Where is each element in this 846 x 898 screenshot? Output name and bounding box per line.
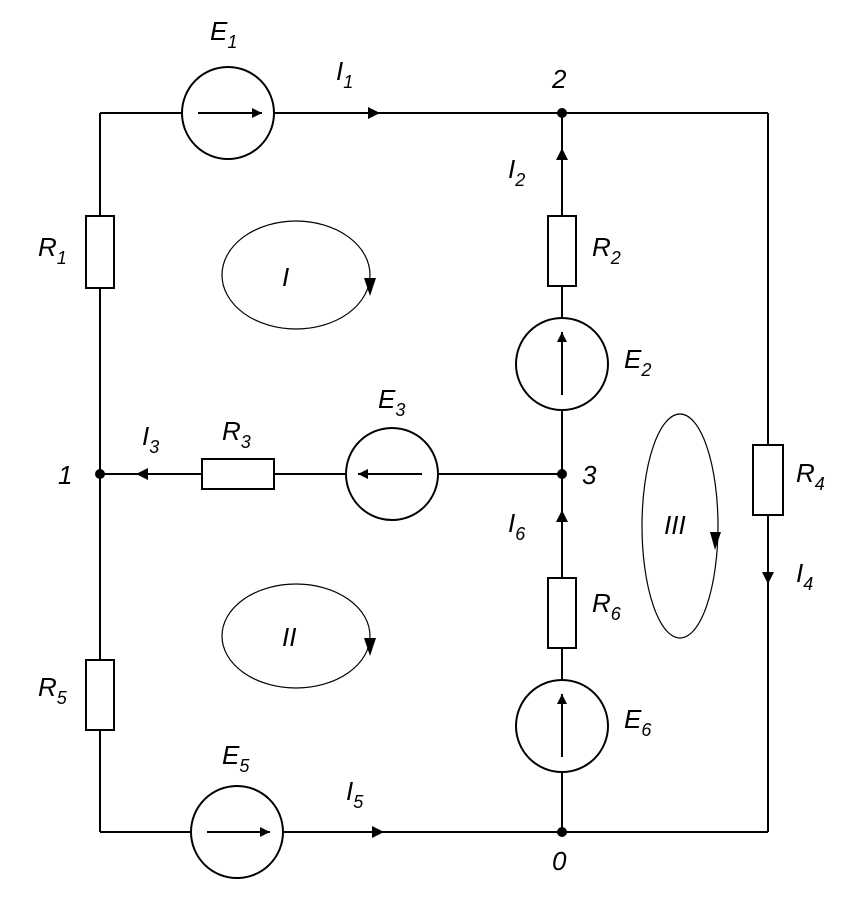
resistor-r6: [547, 577, 577, 649]
label-e1: E1: [210, 16, 237, 52]
label-i1: I1: [336, 56, 353, 92]
label-e3: E3: [378, 384, 405, 420]
label-r1: R1: [38, 232, 67, 268]
loop-label-ii: II: [282, 622, 296, 652]
loop-label-iii: III: [664, 510, 686, 540]
node-label-2: 2: [551, 64, 567, 94]
loop-label-i: I: [282, 262, 289, 292]
wires: [99, 112, 769, 833]
current-arrow-i1: [368, 107, 380, 119]
current-arrow-i2: [556, 148, 568, 160]
label-r4: R4: [796, 458, 825, 494]
source-e3: [345, 427, 439, 521]
current-arrow-i4: [762, 572, 774, 584]
label-i4: I4: [796, 558, 813, 594]
node-label-0: 0: [552, 846, 567, 876]
loop-ii: [221, 583, 376, 689]
node-dot-3: [557, 469, 567, 479]
label-r3: R3: [222, 416, 251, 452]
current-arrow-i5: [372, 826, 384, 838]
label-i2: I2: [508, 154, 525, 190]
label-e5: E5: [222, 740, 250, 776]
node-dot-1: [95, 469, 105, 479]
node-dot-2: [557, 108, 567, 118]
label-i6: I6: [508, 508, 526, 544]
resistor-r4: [752, 444, 784, 516]
resistor-r5: [85, 659, 115, 731]
resistor-r3: [201, 458, 275, 490]
label-i3: I3: [142, 421, 159, 457]
label-r6: R6: [592, 588, 622, 624]
label-r2: R2: [592, 232, 621, 268]
loop-i: [221, 220, 376, 330]
node-label-1: 1: [58, 460, 72, 490]
node-label-3: 3: [582, 460, 597, 490]
label-e2: E2: [624, 344, 651, 380]
node-dot-0: [557, 827, 567, 837]
source-e1: [181, 66, 275, 160]
resistor-r1: [85, 215, 115, 289]
source-e5: [190, 785, 284, 879]
source-e2: [515, 317, 609, 411]
current-arrow-i6: [556, 510, 568, 522]
label-e6: E6: [624, 704, 652, 740]
label-r5: R5: [38, 672, 68, 708]
label-i5: I5: [346, 776, 364, 812]
current-arrow-i3: [136, 468, 148, 480]
loop-iii: [641, 413, 721, 639]
source-e6: [515, 679, 609, 773]
resistor-r2: [547, 215, 577, 287]
